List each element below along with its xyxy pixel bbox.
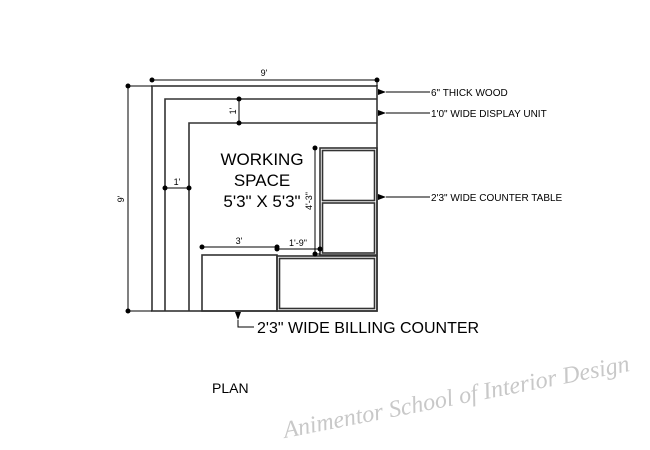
leader-arrows [235,89,430,328]
label-billing-counter: 2'3" WIDE BILLING COUNTER [257,320,479,337]
dim-billing-length: 3' [236,236,243,246]
dim-overall-width: 9' [261,68,268,78]
dim-display-depth: 1' [228,107,238,114]
dimension-lines [125,77,380,314]
dim-display-side: 1' [174,177,181,187]
plan-title: PLAN [212,380,249,396]
counter-table [319,147,378,256]
working-space-line1: WORKING [220,150,303,169]
label-counter-table: 2'3" WIDE COUNTER TABLE [431,193,563,204]
dim-counter-length: 4'-3" [304,192,314,210]
display-unit-line [188,122,377,311]
working-space-line2: SPACE [234,171,290,190]
billing-counter [201,254,378,312]
working-space-label: WORKING SPACE 5'3" X 5'3" [220,150,303,211]
watermark: Animentor School of Interior Design [279,351,631,444]
dim-overall-depth: 9' [116,195,126,202]
dim-billing-return: 1'-9" [289,238,307,248]
wood-panel-line [164,98,377,311]
label-thick-wood: 6" THICK WOOD [431,88,508,99]
working-space-size: 5'3" X 5'3" [223,192,300,211]
label-display-unit: 1'0" WIDE DISPLAY UNIT [431,109,547,120]
